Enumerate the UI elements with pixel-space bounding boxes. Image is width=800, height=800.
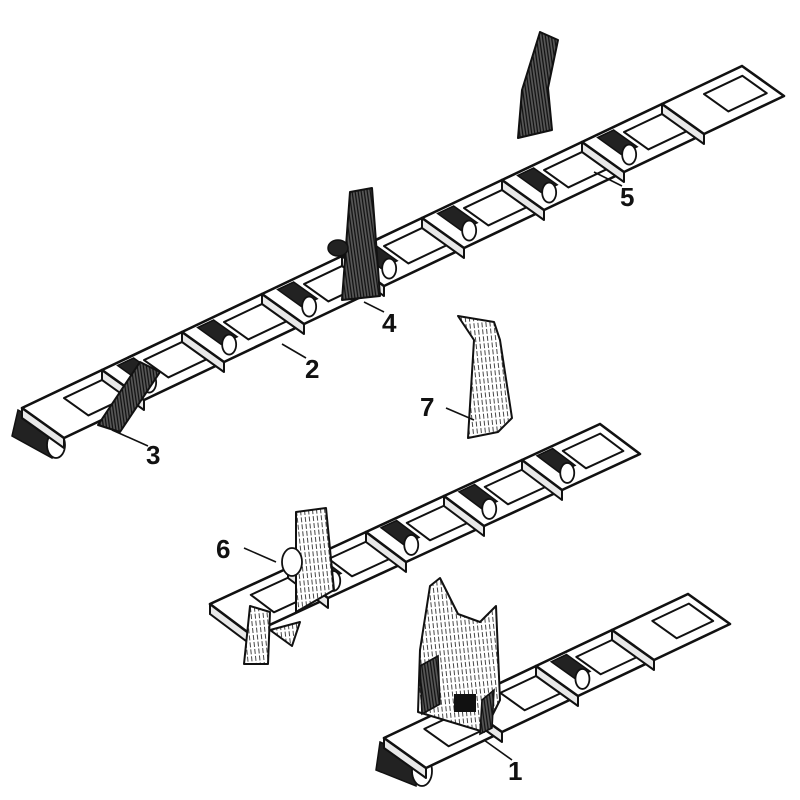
callout-label-1: 1 [508,756,522,786]
callout-3: 3 [111,429,160,470]
attachment-5-tall-fin [517,31,559,139]
roller [436,205,479,242]
roller [196,319,239,356]
attachment-7-tall-plate [457,315,513,439]
attachment-4-vertical-blade [327,187,381,301]
middle-chain-link [520,422,642,501]
callout-5: 5 [593,171,634,212]
callout-label-7: 7 [420,392,434,422]
roller [535,447,577,484]
attachment-6-split-blade [243,507,335,665]
callout-6: 6 [216,534,277,564]
callout-4: 4 [363,301,397,338]
callout-2: 2 [281,343,319,384]
lower-chain-link [610,592,732,671]
callout-label-6: 6 [216,534,230,564]
roller [457,483,499,520]
upper-chain-link [660,64,786,145]
callout-label-2: 2 [305,354,319,384]
callout-label-4: 4 [382,308,397,338]
roller [549,653,592,690]
callout-label-5: 5 [620,182,634,212]
attachment-1-fork-bracket [417,577,501,736]
callout-label-3: 3 [146,440,160,470]
roller [276,281,319,318]
roller [379,519,421,556]
callout-1: 1 [483,739,522,786]
callout-7: 7 [420,392,475,422]
roller [516,167,559,204]
middle-chain [208,422,642,645]
roller [596,129,639,166]
